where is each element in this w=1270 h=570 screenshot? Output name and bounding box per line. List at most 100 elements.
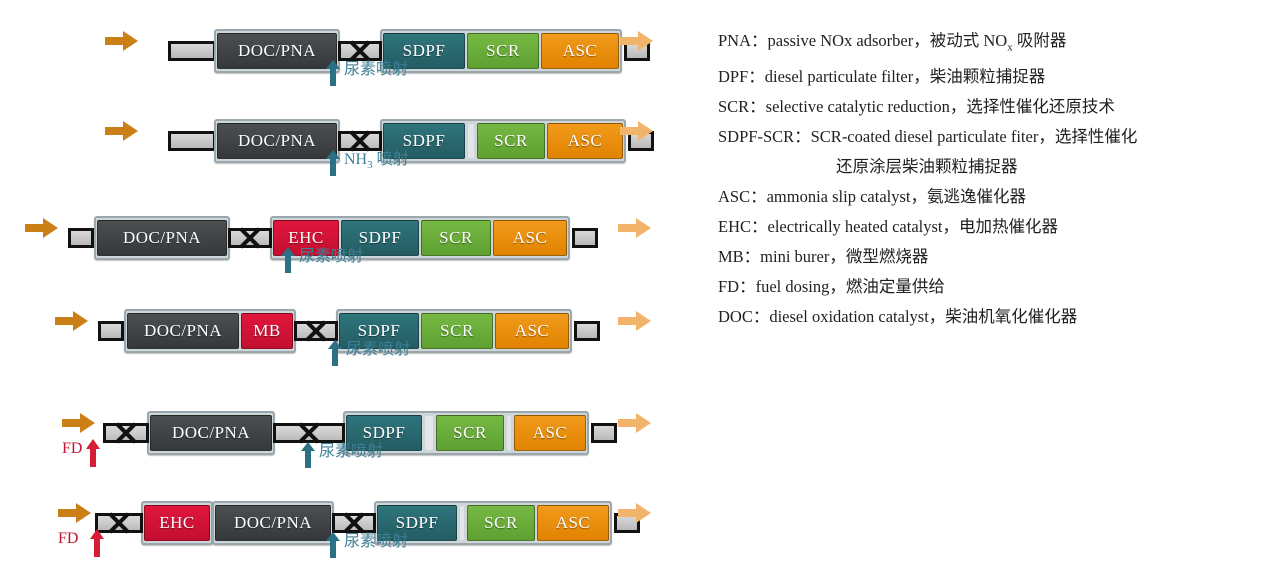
block-sdpf: SDPF <box>346 415 422 451</box>
urea-injector <box>228 228 272 248</box>
block-sdpf: SDPF <box>377 505 457 541</box>
legend-line-dpf: DPF：diesel particulate filter，柴油颗粒捕捉器 <box>718 67 1046 87</box>
block-doc-pna: DOC/PNA <box>150 415 272 451</box>
urea-arrow-icon <box>327 340 343 366</box>
block-scr: SCR <box>421 220 491 256</box>
inlet-flow-arrow <box>62 412 96 434</box>
urea-injector <box>338 41 382 61</box>
urea-arrow-icon <box>300 442 316 468</box>
urea-injection-callout: 尿素喷射 <box>300 442 383 468</box>
inlet-pipe <box>168 131 216 151</box>
housing-doc: DOC/PNA <box>212 501 334 545</box>
block-ehc: EHC <box>273 220 339 256</box>
block-scr: SCR <box>467 505 535 541</box>
outlet-cap <box>591 423 617 443</box>
housing-ehc: EHC <box>141 501 213 545</box>
urea-arrow-icon <box>280 247 296 273</box>
urea-injector <box>332 513 376 533</box>
abbreviation-legend: PNA：passive NOx adsorber，被动式 NOx 吸附器 DPF… <box>718 26 1263 332</box>
urea-injector <box>294 321 338 341</box>
legend-line-fd: FD：fuel dosing，燃油定量供给 <box>718 277 945 297</box>
block-sdpf: SDPF <box>339 313 419 349</box>
block-asc: ASC <box>547 123 623 159</box>
fd-injector <box>95 513 143 533</box>
block-scr: SCR <box>467 33 539 69</box>
urea-arrow-icon <box>325 532 341 558</box>
outlet-flow-arrow <box>620 30 654 52</box>
block-ehc: EHC <box>144 505 210 541</box>
housing-doc: DOC/PNA <box>214 119 340 163</box>
housing-sdpf-scr-asc: SDPF SCR ASC <box>380 29 622 73</box>
outlet-flow-arrow <box>618 310 652 332</box>
block-scr: SCR <box>477 123 545 159</box>
inlet-flow-arrow <box>25 217 59 239</box>
legend-line-pna: PNA：passive NOx adsorber，被动式 NOx 吸附器 <box>718 31 1067 54</box>
block-asc: ASC <box>495 313 569 349</box>
block-mb: MB <box>241 313 293 349</box>
inlet-flow-arrow <box>105 30 139 52</box>
nh3-arrow-icon <box>325 150 341 176</box>
urea-injection-callout: 尿素喷射 <box>280 247 363 273</box>
housing-sdpf-scr-asc: SDPF SCR ASC <box>380 119 626 163</box>
fd-injector <box>103 423 149 443</box>
housing-sdpf-scr-asc: SDPF SCR ASC <box>336 309 572 353</box>
inlet-cap <box>68 228 94 248</box>
legend-line-ehc: EHC：electrically heated catalyst，电加热催化器 <box>718 217 1058 237</box>
block-doc-pna: DOC/PNA <box>127 313 239 349</box>
urea-injector <box>273 423 345 443</box>
fd-label: FD <box>62 440 83 457</box>
block-asc: ASC <box>493 220 567 256</box>
block-doc-pna: DOC/PNA <box>215 505 331 541</box>
injector-x-icon <box>106 510 132 536</box>
fd-arrow-icon <box>85 439 101 467</box>
block-spacer-2 <box>506 415 512 451</box>
inlet-pipe <box>168 41 216 61</box>
urea-injection-label: 尿素喷射 <box>346 341 411 358</box>
fd-callout: FD <box>62 439 101 467</box>
block-spacer <box>459 505 465 541</box>
outlet-cap <box>574 321 600 341</box>
block-doc-pna: DOC/PNA <box>217 123 337 159</box>
injector-x-icon <box>113 420 139 446</box>
fd-callout: FD <box>58 529 105 557</box>
block-spacer <box>424 415 434 451</box>
injector-x-icon <box>237 225 263 251</box>
block-sdpf: SDPF <box>383 123 465 159</box>
legend-line-sdpf-scr: SDPF-SCR：SCR-coated diesel particulate f… <box>718 127 1138 147</box>
block-spacer <box>467 123 475 159</box>
block-sdpf: SDPF <box>383 33 465 69</box>
inlet-flow-arrow <box>55 310 89 332</box>
block-asc: ASC <box>514 415 586 451</box>
housing-sdpf-scr-asc: SDPF SCR ASC <box>343 411 589 455</box>
fd-arrow-icon <box>89 529 105 557</box>
nh3-injection-callout: NH3 喷射 <box>325 150 409 176</box>
outlet-cap <box>572 228 598 248</box>
legend-line-sdpf-scr-cont: 还原涂层柴油颗粒捕捉器 <box>836 157 1018 177</box>
fd-label: FD <box>58 530 79 547</box>
inlet-flow-arrow <box>58 502 92 524</box>
legend-line-asc: ASC：ammonia slip catalyst，氨逃逸催化器 <box>718 187 1026 207</box>
block-doc-pna: DOC/PNA <box>217 33 337 69</box>
injector-x-icon <box>303 318 329 344</box>
nh3-injection-label: NH3 喷射 <box>344 151 409 172</box>
urea-injection-callout: 尿素喷射 <box>325 60 408 86</box>
urea-injection-callout: 尿素喷射 <box>325 532 408 558</box>
block-scr: SCR <box>436 415 504 451</box>
block-asc: ASC <box>541 33 619 69</box>
outlet-flow-arrow <box>618 412 652 434</box>
outlet-flow-arrow <box>618 217 652 239</box>
inlet-cap <box>98 321 124 341</box>
block-sdpf: SDPF <box>341 220 419 256</box>
urea-injection-callout: 尿素喷射 <box>327 340 410 366</box>
block-asc: ASC <box>537 505 609 541</box>
urea-injection-label: 尿素喷射 <box>299 248 364 265</box>
housing-ehc-sdpf-scr-asc: EHC SDPF SCR ASC <box>270 216 570 260</box>
outlet-flow-arrow <box>618 502 652 524</box>
inlet-flow-arrow <box>105 120 139 142</box>
urea-injection-label: 尿素喷射 <box>344 61 409 78</box>
housing-doc-mb: DOC/PNA MB <box>124 309 296 353</box>
housing-doc: DOC/PNA <box>94 216 230 260</box>
legend-line-doc: DOC：diesel oxidation catalyst，柴油机氧化催化器 <box>718 307 1078 327</box>
housing-doc: DOC/PNA <box>147 411 275 455</box>
